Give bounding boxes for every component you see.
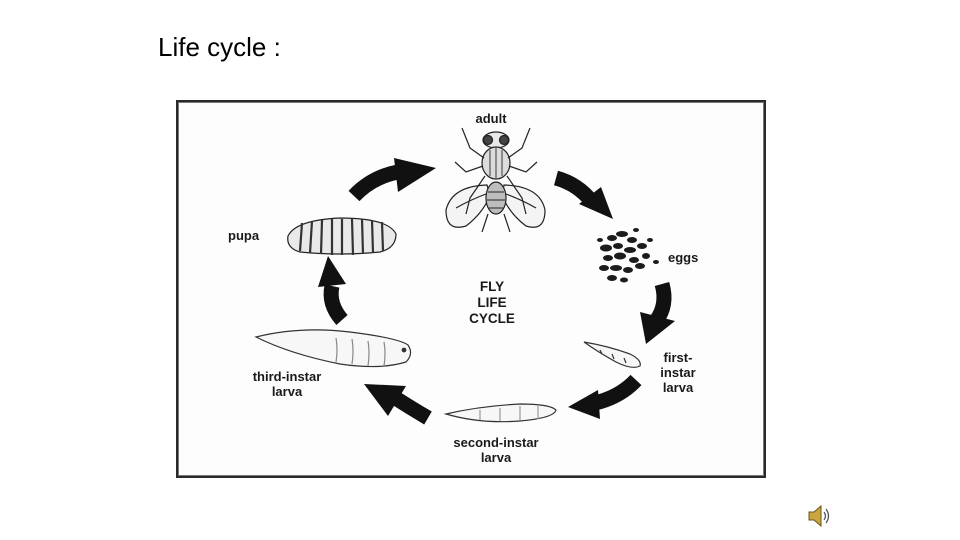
arrow-adult-to-eggs xyxy=(553,170,613,219)
label-eggs: eggs xyxy=(668,250,699,265)
label-pupa: pupa xyxy=(228,228,260,243)
second-instar-larva-illustration xyxy=(443,403,557,423)
adult-fly-illustration xyxy=(445,127,546,233)
arrow-eggs-to-first-instar xyxy=(640,281,675,344)
arrow-first-to-second-instar xyxy=(568,374,642,419)
arrow-second-to-third-instar xyxy=(364,384,432,425)
arrow-pupa-to-adult xyxy=(348,158,436,202)
eggs-cluster-illustration xyxy=(597,228,659,283)
slide-title: Life cycle : xyxy=(158,32,281,62)
label-second-instar-larva: second-instar larva xyxy=(453,435,539,465)
diagram-center-title: FLY LIFE CYCLE xyxy=(469,279,515,326)
arrow-third-instar-to-pupa xyxy=(318,256,348,325)
third-instar-larva-illustration xyxy=(254,329,412,368)
cycle-arrows xyxy=(318,158,675,425)
pupa-illustration xyxy=(287,217,397,256)
label-first-instar-larva: first- instar larva xyxy=(660,350,696,395)
label-third-instar-larva: third-instar larva xyxy=(252,369,322,399)
first-instar-larva-illustration xyxy=(583,341,641,368)
label-adult: adult xyxy=(475,111,507,126)
speaker-icon[interactable] xyxy=(805,503,833,529)
